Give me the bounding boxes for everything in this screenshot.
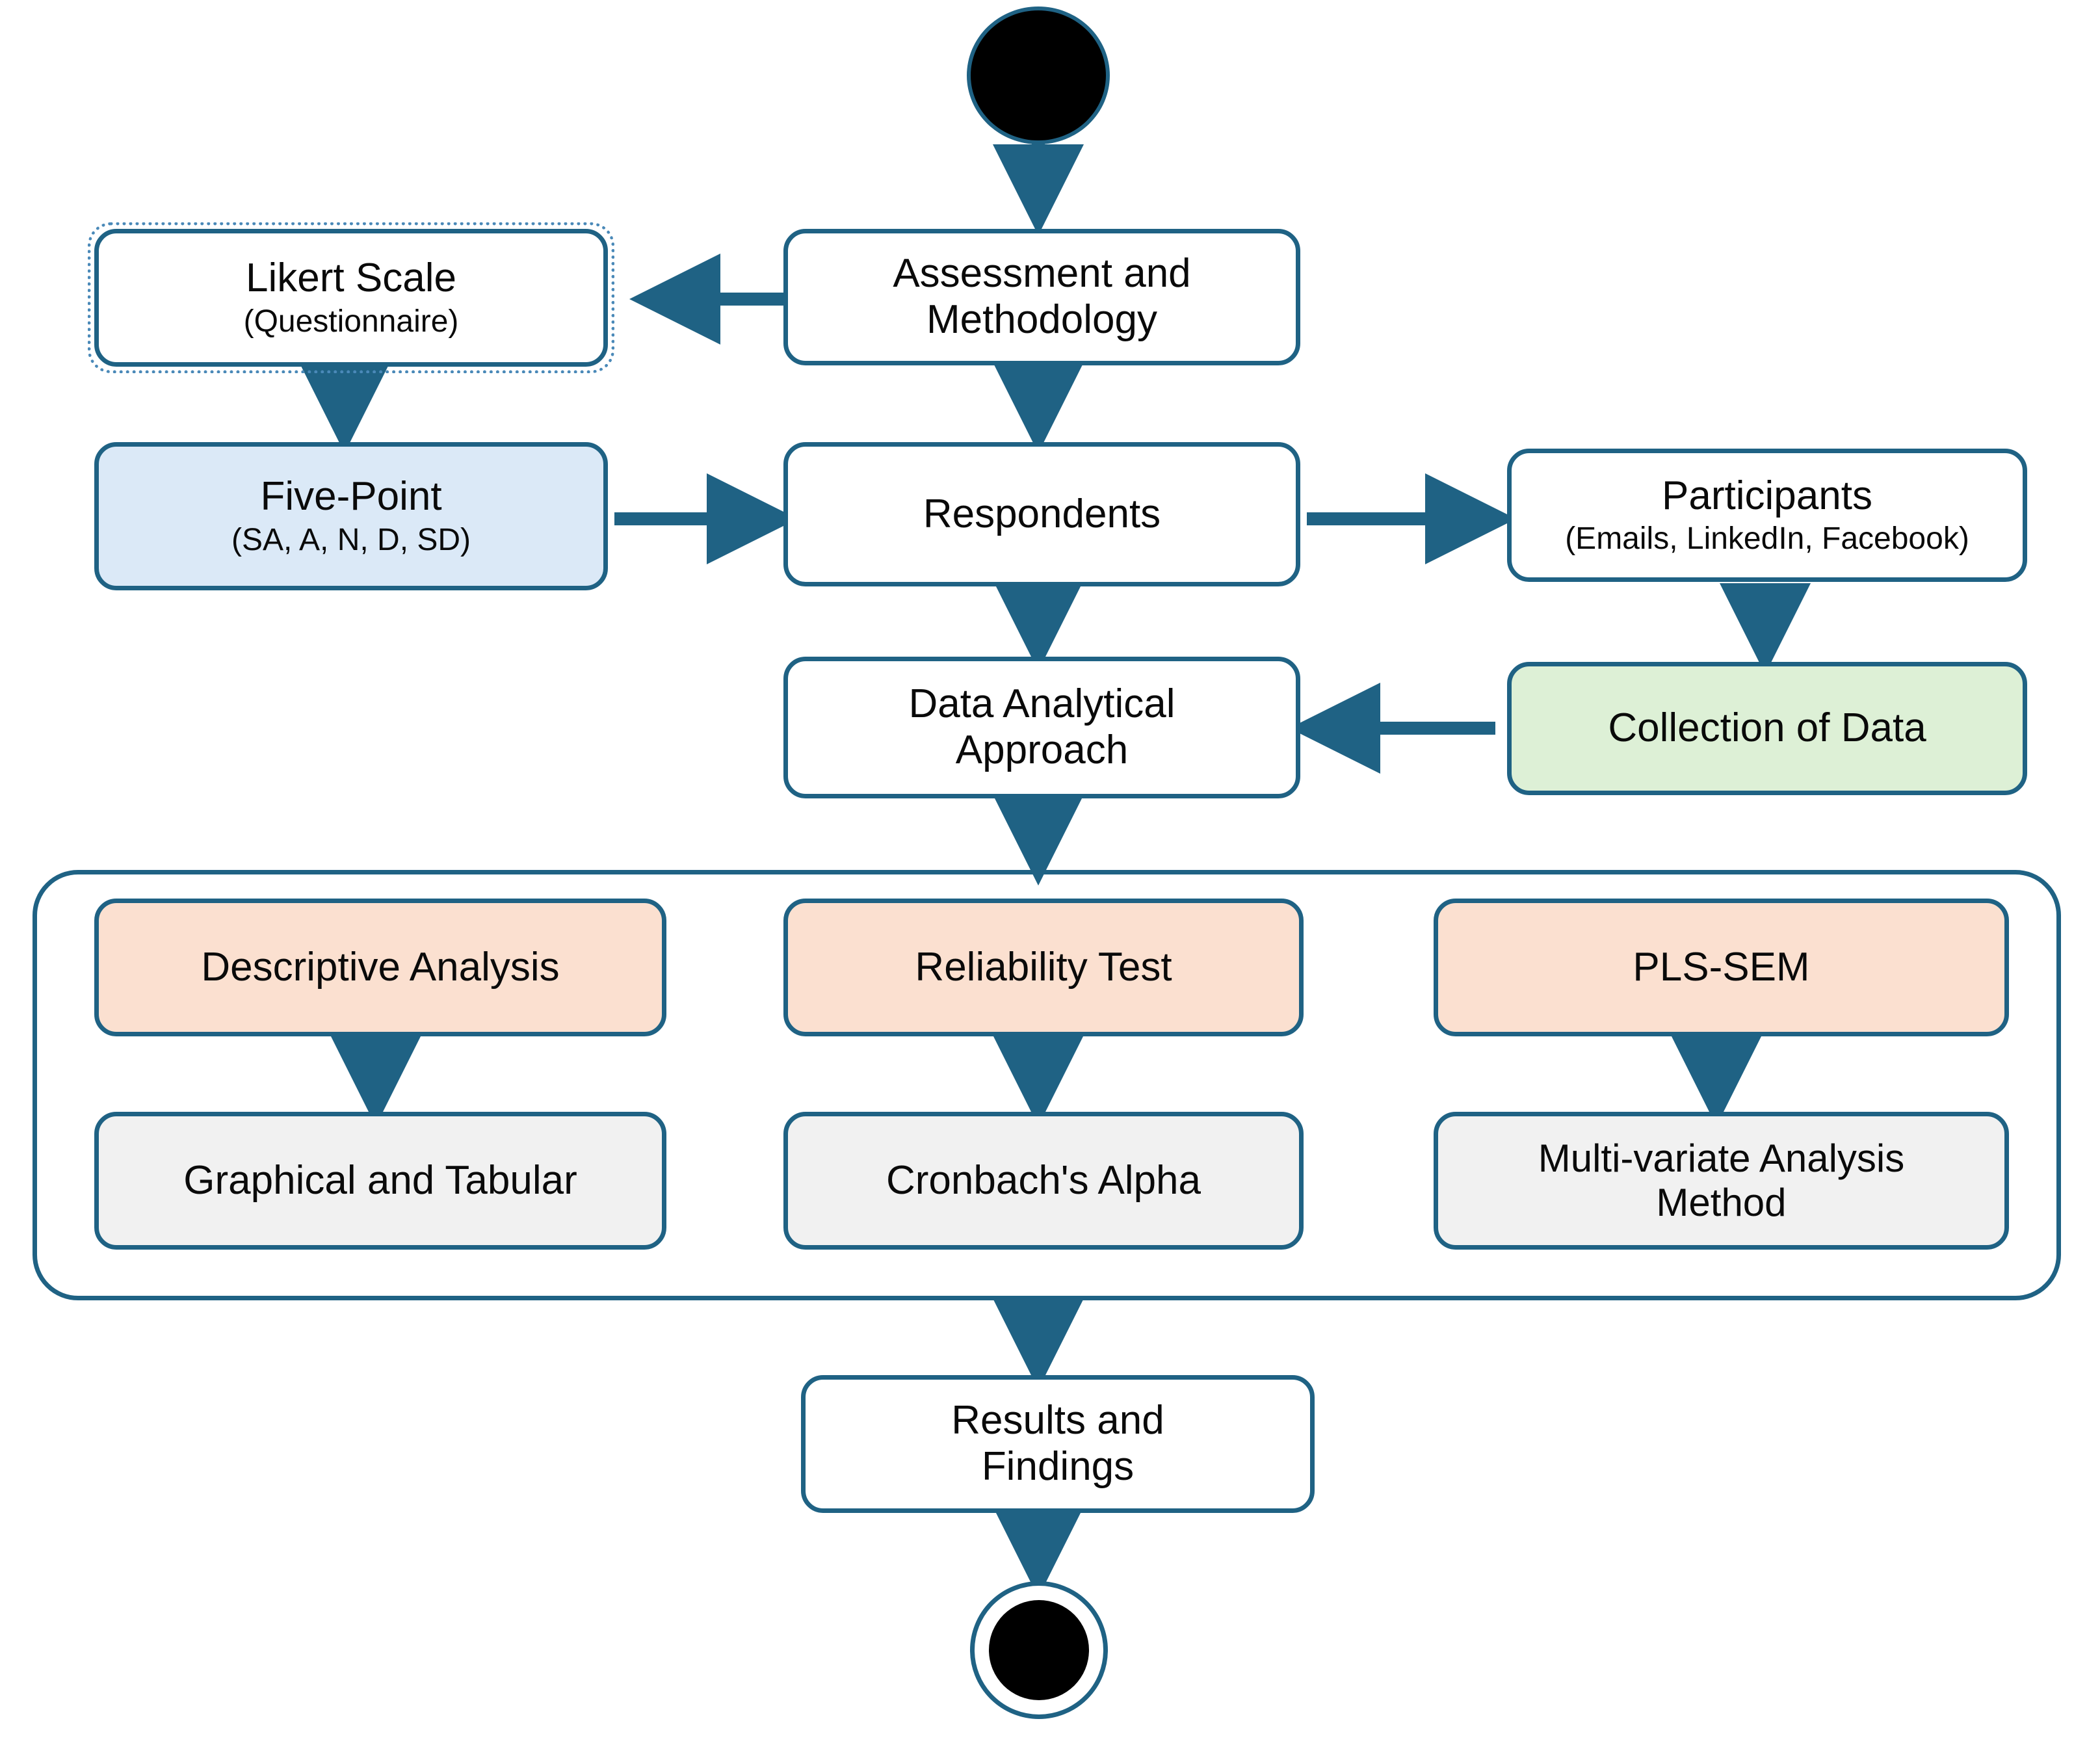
analysis-group-container [33,870,2061,1300]
node-title: Likert Scale [246,256,456,301]
node-likert-scale[interactable]: Likert Scale (Questionnaire) [94,229,608,367]
node-collection-of-data[interactable]: Collection of Data [1507,662,2027,795]
node-reliability-test[interactable]: Reliability Test [783,899,1304,1036]
node-graphical-and-tabular[interactable]: Graphical and Tabular [94,1112,666,1250]
node-title: Data Analytical Approach [908,681,1175,772]
node-data-analytical-approach[interactable]: Data Analytical Approach [783,657,1300,798]
node-title: Multi-variate Analysis Method [1538,1136,1905,1224]
start-node [967,7,1110,144]
node-pls-sem[interactable]: PLS-SEM [1434,899,2009,1036]
node-descriptive-analysis[interactable]: Descriptive Analysis [94,899,666,1036]
node-results-and-findings[interactable]: Results and Findings [801,1375,1315,1513]
end-node [970,1581,1108,1719]
node-title: Participants [1662,473,1872,518]
node-assessment-and-methodology[interactable]: Assessment and Methodology [783,229,1300,365]
node-five-point[interactable]: Five-Point (SA, A, N, D, SD) [94,442,608,590]
node-title: Five-Point [260,474,442,519]
node-title: Assessment and Methodology [893,251,1191,342]
node-title: Descriptive Analysis [201,944,560,990]
node-title: Collection of Data [1608,705,1926,751]
node-subtitle: (SA, A, N, D, SD) [231,522,471,557]
node-title: Graphical and Tabular [183,1157,577,1203]
node-title: PLS-SEM [1633,944,1810,990]
node-multivariate-analysis-method[interactable]: Multi-variate Analysis Method [1434,1112,2009,1250]
node-subtitle: (Emails, LinkedIn, Facebook) [1565,521,1969,557]
node-title: Cronbach's Alpha [886,1157,1201,1203]
node-title: Respondents [923,491,1161,536]
node-participants[interactable]: Participants (Emails, LinkedIn, Facebook… [1507,449,2027,582]
node-title: Results and Findings [951,1398,1164,1489]
node-respondents[interactable]: Respondents [783,442,1300,586]
end-node-fill [988,1599,1090,1701]
node-cronbachs-alpha[interactable]: Cronbach's Alpha [783,1112,1304,1250]
node-title: Reliability Test [915,944,1172,990]
node-subtitle: (Questionnaire) [243,304,459,339]
